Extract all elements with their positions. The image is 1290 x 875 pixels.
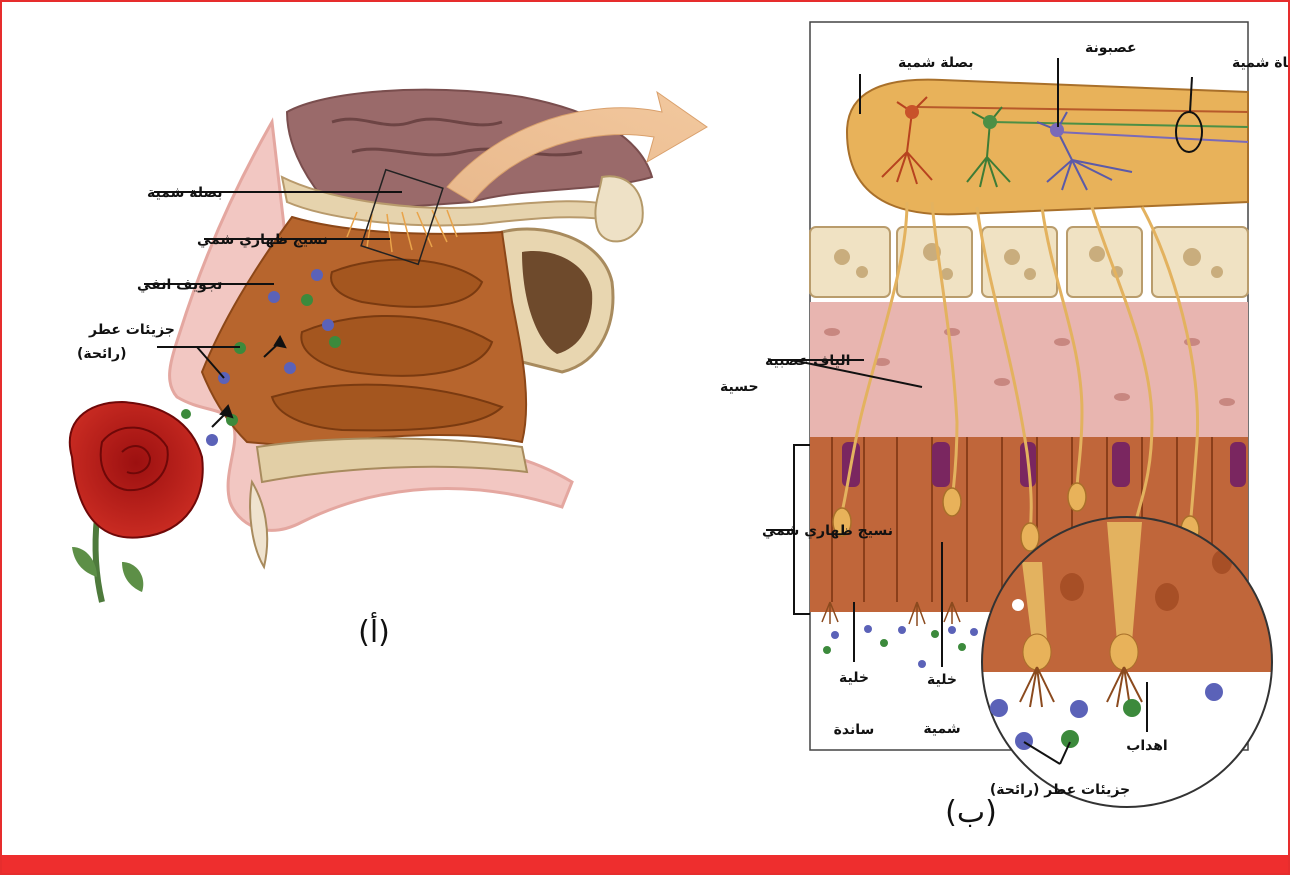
panel-a-caption: (أ) bbox=[358, 611, 390, 650]
label-olfactory-tract: قناة شمية bbox=[1232, 55, 1290, 71]
label-odor-molecules-a-2: (رائحة) bbox=[77, 346, 127, 362]
label-nasal-cavity: تجويف انفي bbox=[137, 277, 222, 293]
label-olfactory-bulb-b: بصلة شمية bbox=[898, 55, 974, 71]
label-supporting-cell-2: ساندة bbox=[834, 722, 875, 738]
label-cilia: اهداب bbox=[1126, 738, 1167, 754]
label-sensory-fibers-2: حسية bbox=[720, 379, 759, 395]
ear-bone bbox=[595, 176, 642, 241]
label-olfactory-bulb-a: بصلة شمية bbox=[147, 185, 223, 201]
label-odor-molecules-a-1: جزيئات عطر bbox=[88, 322, 175, 338]
rose-illustration bbox=[70, 402, 203, 602]
label-olfactory-epithelium-a: نسيج ظهاري شمي bbox=[197, 232, 328, 249]
panel-b-caption: (ب) bbox=[945, 795, 997, 830]
label-olfactory-cell-1: خلية bbox=[927, 672, 957, 688]
label-odor-molecules-b: جزيئات عطر (رائحة) bbox=[990, 782, 1130, 798]
label-supporting-cell-1: خلية bbox=[839, 670, 869, 686]
label-glomerulus: عصبونة bbox=[1085, 40, 1137, 56]
label-sensory-fibers-1: الياف عصبية bbox=[765, 353, 850, 369]
label-olfactory-epithelium-b: نسيج ظهاري شمي bbox=[762, 523, 893, 540]
lamina-propria bbox=[810, 302, 1248, 437]
panel-b: بصلة شمية عصبونة قناة شمية الياف عصبية ح… bbox=[720, 22, 1290, 830]
cribriform-bone bbox=[810, 227, 1248, 297]
bottom-accent-bar bbox=[2, 855, 1288, 873]
label-olfactory-cell-2: شمية bbox=[923, 721, 960, 737]
panel-a: بصلة شمية نسيج ظهاري شمي تجويف انفي جزيئ… bbox=[70, 90, 707, 650]
